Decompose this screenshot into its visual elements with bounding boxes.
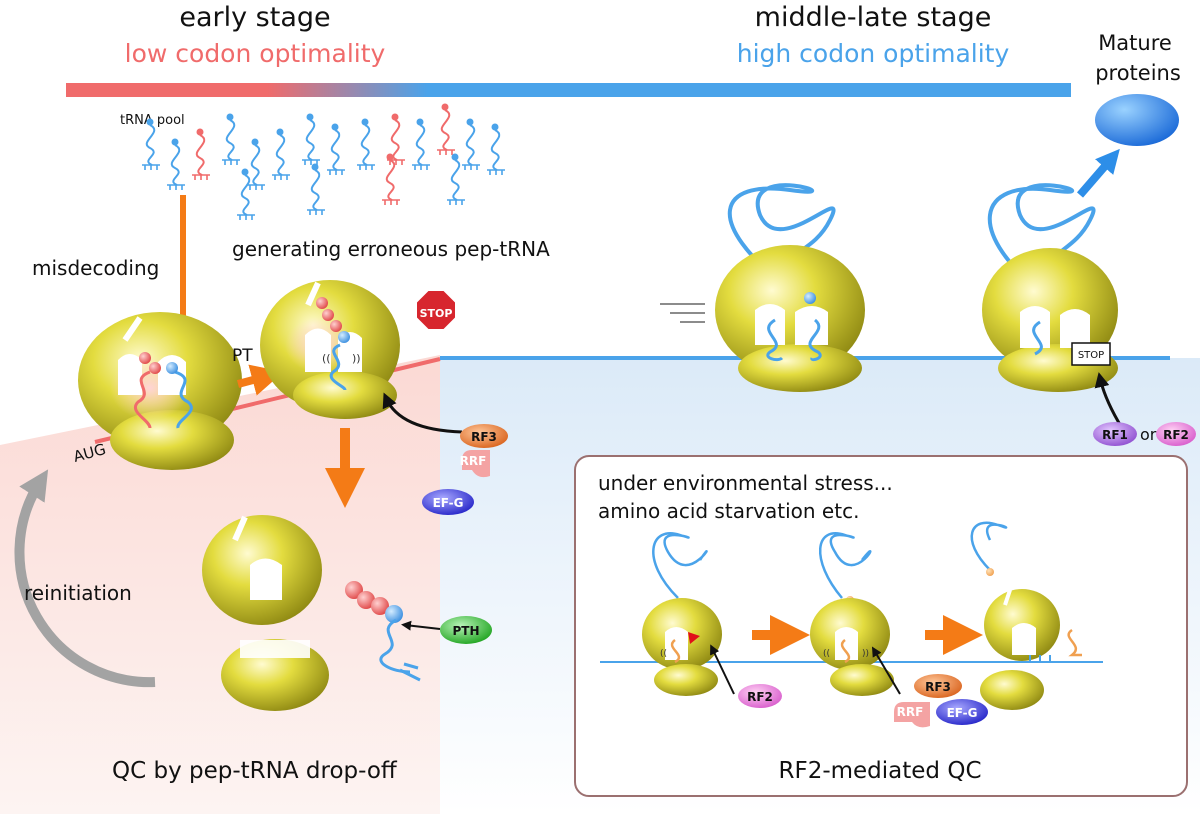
svg-text:RRF: RRF (460, 454, 487, 468)
reinitiation-arrow (14, 469, 156, 688)
pt-label: PT (232, 346, 253, 366)
trna-glyph (487, 123, 505, 175)
pt-arrow (236, 364, 284, 396)
stop-codon-label: STOP (1078, 350, 1104, 361)
qc-dropoff-label: QC by pep-tRNA drop-off (112, 758, 398, 784)
rf2-factor-box: RF2 (738, 684, 782, 708)
rf3-factor: RF3 (460, 424, 508, 448)
rf3-factor-box: RF3 (914, 674, 962, 698)
factor-recruit-arrow (382, 392, 463, 434)
svg-text:RF1: RF1 (1102, 428, 1128, 442)
qc-ribosome-step3 (970, 521, 1082, 710)
factor-recruit-arrow-box (871, 646, 901, 695)
or-label: or (1140, 425, 1157, 444)
trna-glyph (192, 128, 210, 180)
svg-text:RF3: RF3 (471, 430, 497, 444)
svg-text:EF-G: EF-G (947, 706, 978, 720)
svg-text:RF2: RF2 (1163, 428, 1189, 442)
trna-glyph (327, 123, 345, 175)
rf2-qc-label: RF2-mediated QC (778, 758, 981, 784)
mature-label-line1: Mature (1098, 31, 1172, 55)
svg-text:PTH: PTH (452, 624, 479, 638)
svg-text:RRF: RRF (897, 705, 924, 719)
trna-glyph (222, 113, 240, 165)
trna-glyph (247, 138, 265, 190)
release-arrow (1076, 148, 1120, 198)
rf1-factor: RF1 (1093, 422, 1137, 446)
trna-glyph (237, 168, 255, 220)
misdecoding-label: misdecoding (32, 256, 159, 280)
stress-label-line1: under environmental stress... (598, 471, 893, 495)
mature-label-line2: proteins (1095, 61, 1181, 85)
trna-glyph (382, 153, 400, 205)
qc-ribosome-step1: (( (642, 532, 722, 696)
trna-glyph (437, 103, 455, 155)
svg-text:((: (( (322, 352, 331, 365)
svg-text:((: (( (660, 649, 667, 659)
late-stage-subtitle: high codon optimality (737, 39, 1010, 68)
pth-arrow (401, 620, 441, 631)
rrf-factor: RRF (460, 450, 490, 478)
rf2-factor: RF2 (1156, 422, 1196, 446)
early-stage-title: early stage (179, 2, 330, 33)
trna-glyph (412, 118, 430, 170)
trna-glyph (272, 128, 290, 180)
early-stage-subtitle: low codon optimality (125, 39, 386, 68)
terminating-ribosome: STOP (982, 183, 1118, 392)
reinitiation-label: reinitiation (24, 581, 132, 605)
trna-glyph (142, 118, 160, 170)
stress-label-line2: amino acid starvation etc. (598, 499, 859, 523)
trna-glyph (462, 118, 480, 170)
trna-glyph (357, 118, 375, 170)
svg-text:)): )) (862, 649, 869, 659)
stop-sign-icon: STOP (415, 289, 457, 331)
codon-optimality-bar (66, 83, 1071, 97)
trna-glyph (447, 153, 465, 205)
late-stage-title: middle-late stage (755, 2, 992, 33)
peptidyl-trna-dropped (345, 581, 421, 682)
svg-text:RF3: RF3 (925, 680, 951, 694)
svg-text:((: (( (823, 649, 830, 659)
trna-glyph (307, 163, 325, 215)
trna-glyph (167, 138, 185, 190)
trna-glyph (387, 113, 405, 165)
efg-factor-box: EF-G (936, 699, 988, 725)
dissociated-ribosome (202, 515, 329, 711)
elongating-ribosome (660, 183, 865, 392)
pth-factor: PTH (440, 616, 492, 644)
stop-sign-text: STOP (420, 307, 453, 320)
rf2-recruit-arrow-box (710, 644, 735, 695)
rrf-factor-box: RRF (894, 702, 930, 728)
efg-factor: EF-G (422, 489, 474, 515)
ribosome-erroneous-peptidyl: (( )) (260, 280, 400, 419)
mature-protein-ellipse (1095, 94, 1179, 146)
svg-text:RF2: RF2 (747, 690, 773, 704)
svg-text:EF-G: EF-G (433, 496, 464, 510)
trna-glyph (302, 113, 320, 165)
qc-ribosome-step2: (( )) (810, 532, 894, 696)
trna-pool (142, 103, 505, 220)
ribosome-misdecoding (78, 312, 242, 470)
generating-label: generating erroneous pep-tRNA (232, 237, 550, 261)
svg-text:)): )) (352, 352, 361, 365)
